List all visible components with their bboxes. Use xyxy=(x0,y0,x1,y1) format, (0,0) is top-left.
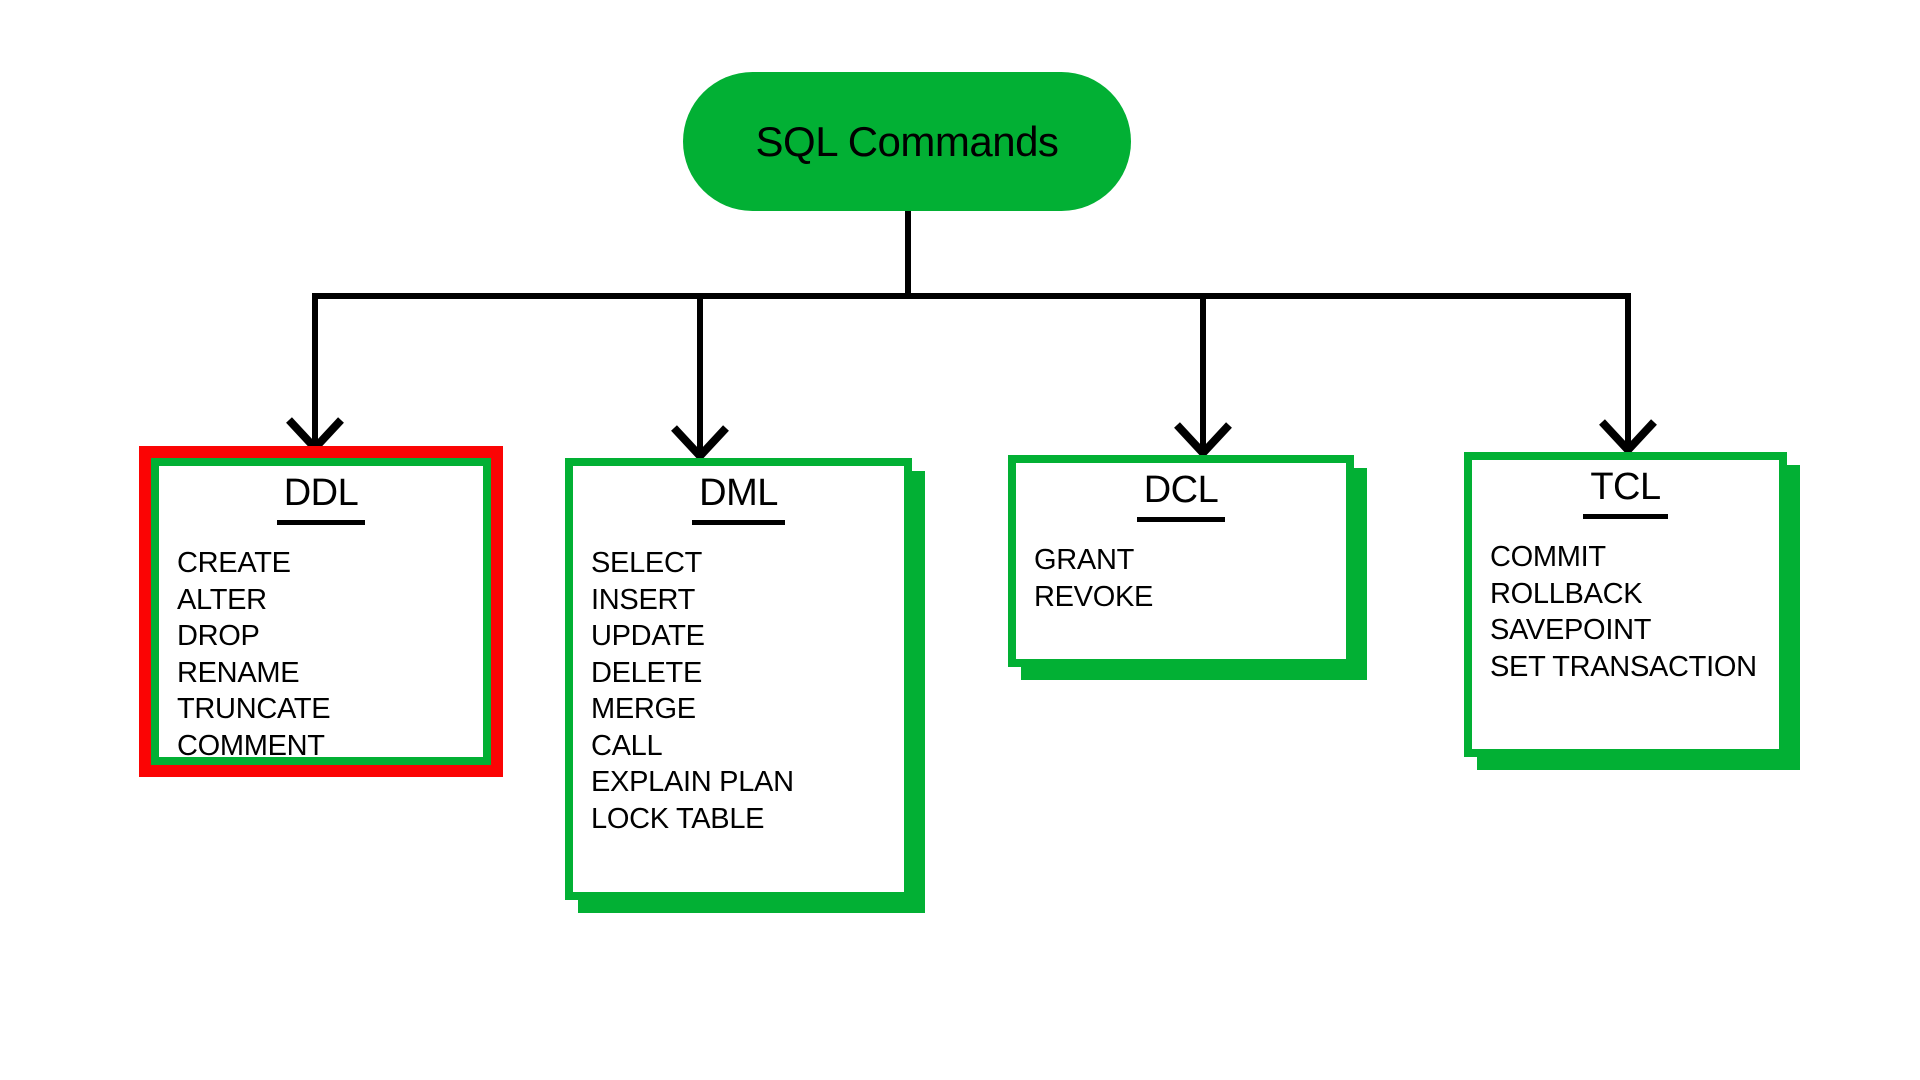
arrowhead-dcl-icon xyxy=(1174,422,1232,459)
root-node-label: SQL Commands xyxy=(755,117,1059,165)
node-tcl-title-label: TCL xyxy=(1583,466,1668,519)
list-item: UPDATE xyxy=(591,620,705,652)
list-item: ALTER xyxy=(177,583,267,616)
list-item: SAVEPOINT xyxy=(1490,614,1652,646)
arrowhead-ddl-icon xyxy=(286,417,344,454)
list-item: GRANT xyxy=(1034,544,1135,576)
list-item: COMMIT xyxy=(1490,541,1606,573)
node-ddl-title: DDL xyxy=(159,472,483,525)
node-dml-title: DML xyxy=(573,472,904,525)
list-item: CALL xyxy=(591,729,663,762)
node-tcl-items: COMMIT ROLLBACK SAVEPOINT SET TRANSACTIO… xyxy=(1472,539,1779,685)
node-dml: DML SELECT INSERT UPDATE DELETE MERGE CA… xyxy=(565,458,912,900)
node-ddl-items: CREATE ALTER DROP RENAME TRUNCATE COMMEN… xyxy=(159,545,483,764)
list-item: RENAME xyxy=(177,656,300,689)
list-item: INSERT xyxy=(591,583,696,616)
arrowhead-tcl-icon xyxy=(1599,419,1657,456)
node-ddl: DDL CREATE ALTER DROP RENAME TRUNCATE CO… xyxy=(139,446,503,777)
root-node: SQL Commands xyxy=(683,72,1131,211)
node-tcl: TCL COMMIT ROLLBACK SAVEPOINT SET TRANSA… xyxy=(1464,452,1787,757)
node-dcl-items: GRANT REVOKE xyxy=(1016,542,1346,615)
list-item: LOCK TABLE xyxy=(591,802,765,835)
node-ddl-title-label: DDL xyxy=(276,472,366,525)
list-item: CREATE xyxy=(177,547,291,579)
arrowhead-dml-icon xyxy=(671,425,729,462)
node-dml-title-label: DML xyxy=(692,472,785,525)
node-tcl-title: TCL xyxy=(1472,466,1779,519)
list-item: TRUNCATE xyxy=(177,693,331,725)
list-item: DROP xyxy=(177,620,260,652)
node-dcl-title: DCL xyxy=(1016,469,1346,522)
list-item: SET TRANSACTION xyxy=(1490,650,1757,683)
node-dml-items: SELECT INSERT UPDATE DELETE MERGE CALL E… xyxy=(573,545,904,837)
node-dcl-title-label: DCL xyxy=(1136,469,1226,522)
list-item: DELETE xyxy=(591,656,703,689)
list-item: EXPLAIN PLAN xyxy=(591,766,794,798)
list-item: COMMENT xyxy=(177,729,325,762)
list-item: REVOKE xyxy=(1034,580,1154,613)
node-dcl: DCL GRANT REVOKE xyxy=(1008,455,1354,667)
list-item: SELECT xyxy=(591,547,703,579)
list-item: ROLLBACK xyxy=(1490,577,1643,610)
list-item: MERGE xyxy=(591,693,696,725)
